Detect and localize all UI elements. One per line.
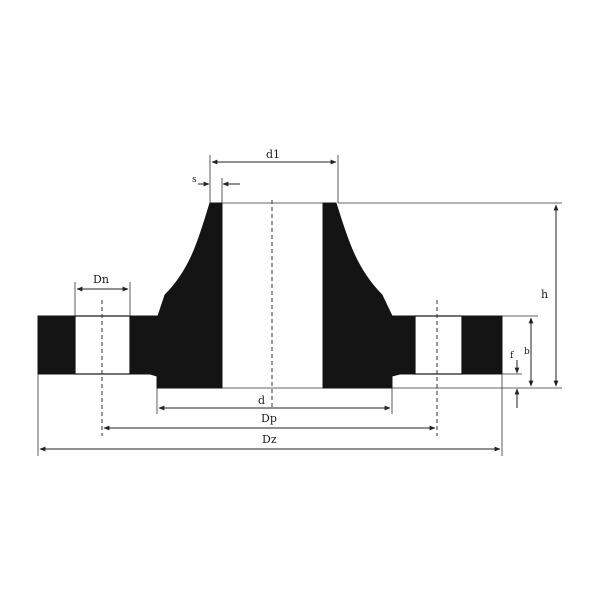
right-flange-outer [461, 315, 503, 375]
dim-dp: Dp [103, 412, 436, 431]
label-d: d [258, 394, 265, 407]
dim-d1: d1 [209, 148, 339, 203]
center-lines [101, 200, 438, 436]
flange-section [37, 202, 503, 389]
dim-f: f [502, 351, 522, 408]
right-bolt-hole [414, 315, 463, 375]
dim-d: d [156, 388, 393, 414]
label-f: f [510, 351, 514, 361]
label-dz: Dz [262, 433, 277, 446]
label-b: b [524, 347, 530, 357]
label-dp: Dp [261, 412, 277, 425]
label-d1: d1 [266, 148, 280, 161]
dim-dn: Dn [74, 273, 131, 316]
dim-b: b [502, 315, 538, 387]
dim-s: s [192, 175, 240, 203]
label-s: s [192, 175, 197, 185]
dim-dz: Dz [37, 374, 503, 456]
label-dn: Dn [93, 273, 109, 286]
right-flange-inner [384, 315, 416, 375]
label-h: h [541, 288, 548, 301]
dim-h: h [338, 202, 562, 389]
left-flange-outer [37, 315, 76, 375]
left-hub [149, 202, 223, 389]
right-hub [322, 202, 401, 389]
